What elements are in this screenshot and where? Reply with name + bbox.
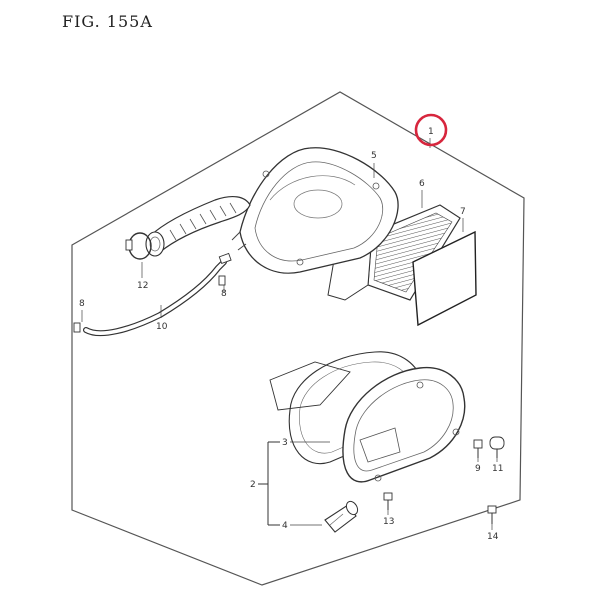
callout-7: 7 (460, 207, 466, 217)
callout-12: 12 (137, 281, 148, 291)
figure-title: FIG. 155A (62, 12, 153, 31)
highlight-circle (414, 113, 448, 147)
callout-10: 10 (156, 322, 168, 332)
assembly-frame (71, 91, 525, 586)
hose-clip-left (73, 322, 81, 333)
intake-duct (145, 195, 251, 257)
callout-6: 6 (419, 179, 425, 189)
screw-14 (487, 505, 497, 524)
drain-plug (324, 500, 359, 533)
callout-3: 3 (282, 438, 288, 448)
callout-8-right: 8 (221, 289, 227, 299)
callout-13: 13 (383, 517, 394, 527)
callout-9: 9 (475, 464, 481, 474)
callout-5: 5 (371, 151, 377, 161)
callout-8-left: 8 (79, 299, 85, 309)
callout-1: 1 (428, 127, 434, 137)
group-bracket-2 (258, 441, 280, 526)
callout-labels: 1 2 3 4 5 6 7 8 8 9 10 11 12 13 14 (79, 127, 503, 542)
leader-lines (81, 138, 498, 530)
air-cleaner-case (231, 147, 399, 274)
screw-9 (473, 439, 483, 458)
hose-clamp (125, 232, 152, 260)
air-cleaner-cover (342, 366, 466, 483)
drain-hose (83, 252, 232, 337)
plug-11 (489, 436, 505, 458)
callout-4: 4 (282, 521, 288, 531)
callout-11: 11 (492, 464, 503, 474)
callout-14: 14 (487, 532, 499, 542)
screw-13 (383, 492, 393, 510)
filter-sheet (412, 230, 477, 327)
callout-2: 2 (250, 480, 256, 490)
hose-clip-right (218, 275, 226, 286)
